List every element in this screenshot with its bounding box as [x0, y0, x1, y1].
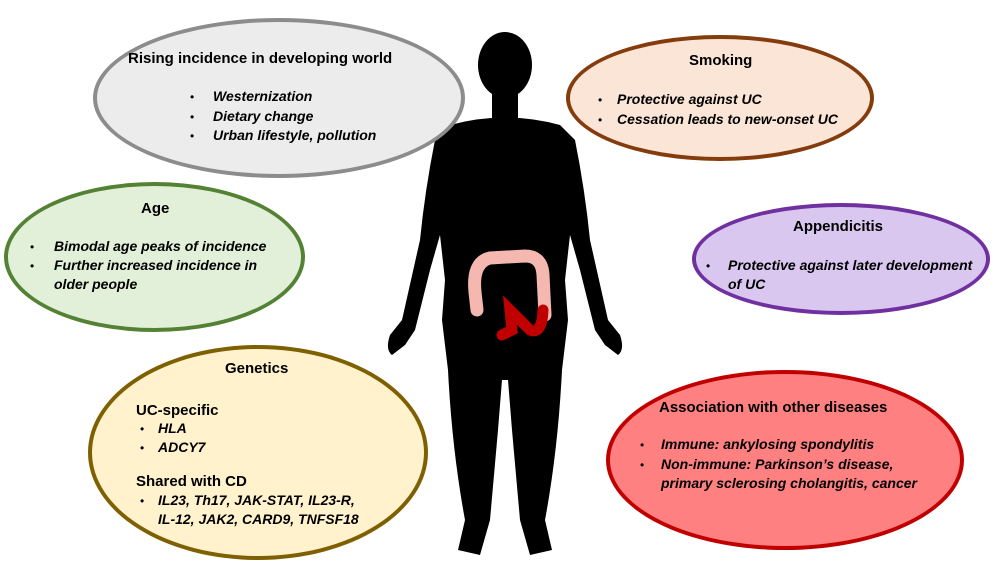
colon-healthy: [468, 249, 552, 322]
genetics-item: IL23, Th17, JAK-STAT, IL23-R,: [158, 492, 355, 508]
smoking-title: Smoking: [689, 52, 753, 69]
bullet: •: [30, 259, 35, 273]
appendicitis-title: Appendicitis: [793, 218, 884, 235]
rising-incidence-title: Rising incidence in developing world: [128, 50, 393, 67]
genetics-item: IL-12, JAK2, CARD9, TNFSF18: [158, 511, 359, 527]
age-ellipse: [4, 182, 305, 332]
bullet: •: [706, 259, 711, 273]
association-title: Association with other diseases: [659, 399, 888, 416]
association-ellipse: [606, 370, 964, 550]
rising-item: Dietary change: [213, 108, 314, 124]
genetics-subheading: UC-specific: [136, 402, 219, 419]
bullet: •: [140, 494, 145, 508]
bullet: •: [140, 422, 145, 436]
human-silhouette: [387, 32, 623, 555]
genetics-title: Genetics: [225, 360, 289, 377]
bullet: •: [640, 438, 645, 452]
smoking-ellipse: [566, 35, 874, 161]
rising-item: Westernization: [213, 88, 313, 104]
bullet: •: [30, 240, 35, 254]
bullet: •: [190, 110, 195, 124]
smoking-item: Protective against UC: [617, 91, 762, 107]
age-item: older people: [54, 276, 138, 292]
age-title: Age: [141, 200, 170, 217]
bullet: •: [190, 129, 195, 143]
genetics-item: HLA: [158, 420, 187, 436]
association-item: Immune: ankylosing spondylitis: [661, 436, 875, 452]
age-item: Further increased incidence in: [54, 257, 258, 273]
genetics-ellipse: [88, 345, 428, 560]
rising-item: Urban lifestyle, pollution: [213, 127, 377, 143]
colon-diseased: [496, 295, 549, 341]
genetics-subheading: Shared with CD: [136, 473, 247, 490]
appendicitis-item: of UC: [728, 276, 766, 292]
association-item: Non-immune: Parkinson’s disease,: [661, 456, 894, 472]
genetics-item: ADCY7: [158, 439, 206, 455]
bullet: •: [598, 93, 603, 107]
bullet: •: [140, 441, 145, 455]
rising-incidence-ellipse: [93, 18, 465, 178]
bullet: •: [598, 113, 603, 127]
association-item: primary sclerosing cholangitis, cancer: [661, 475, 917, 491]
appendicitis-item: Protective against later development: [728, 257, 973, 273]
smoking-item: Cessation leads to new-onset UC: [617, 111, 838, 127]
colon-ascending: [468, 285, 484, 317]
age-item: Bimodal age peaks of incidence: [54, 238, 267, 254]
bullet: •: [190, 90, 195, 104]
bullet: •: [640, 458, 645, 472]
appendicitis-ellipse: [692, 203, 990, 315]
